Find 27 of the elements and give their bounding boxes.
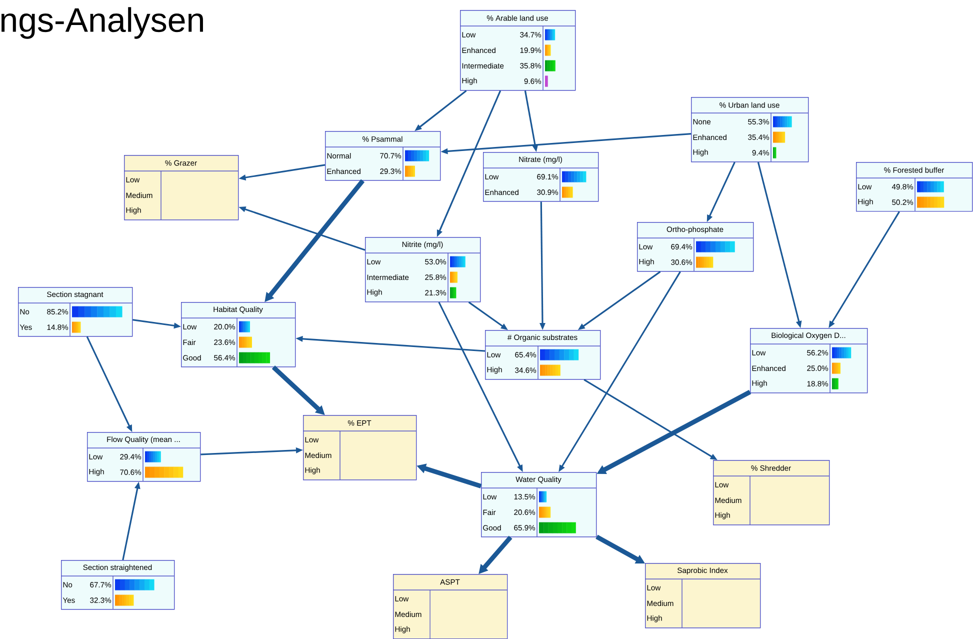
arrow — [540, 202, 546, 330]
arrow — [122, 482, 140, 560]
arrow — [438, 302, 523, 472]
arrow — [524, 90, 538, 152]
arrow — [132, 319, 181, 329]
arrow — [578, 271, 661, 330]
arrow — [272, 366, 325, 415]
arrow — [200, 447, 303, 456]
arrow — [584, 379, 718, 460]
arrow — [296, 336, 486, 352]
arrow — [596, 534, 645, 564]
arrow — [264, 179, 365, 302]
arrow — [706, 162, 736, 222]
arrow — [440, 133, 692, 154]
arrow — [596, 390, 752, 474]
arrow — [416, 464, 482, 488]
arrow — [558, 271, 681, 472]
arrow — [757, 162, 802, 328]
arrow — [478, 536, 512, 574]
page-title: ngs-Analysen — [1, 7, 203, 39]
arrow — [238, 206, 366, 251]
arrow — [86, 336, 132, 432]
arrow — [238, 164, 326, 180]
arrow — [828, 211, 900, 328]
arrow — [468, 302, 508, 330]
arrow — [436, 90, 502, 237]
arrow — [414, 90, 467, 131]
